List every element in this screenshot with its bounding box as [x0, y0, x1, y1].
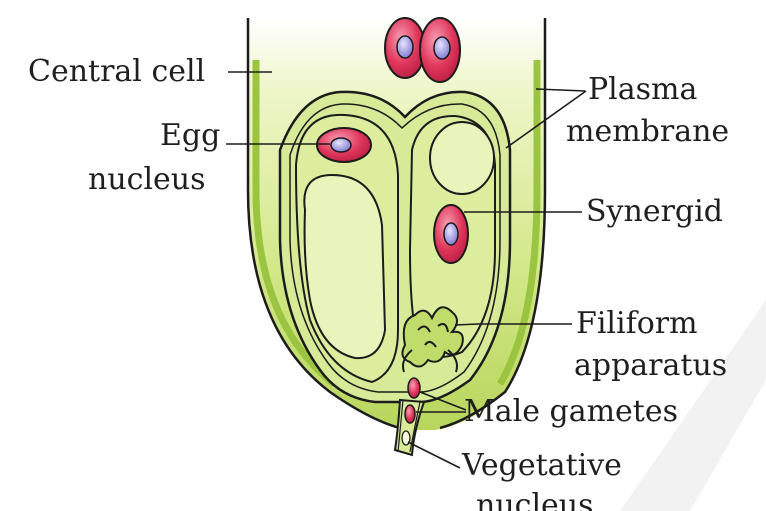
vegetative-nucleus — [401, 430, 411, 446]
leader-vegetative — [407, 441, 461, 469]
label-filiform-apparatus: apparatus — [574, 348, 728, 383]
label-vegetative: Vegetative — [462, 448, 622, 483]
label-central-cell: Central cell — [28, 54, 206, 89]
leader-plasma-2 — [505, 90, 587, 149]
label-male-gametes: Male gametes — [464, 394, 678, 429]
outer-wall-left — [246, 18, 401, 430]
label-egg-nucleus: nucleus — [88, 162, 206, 197]
label-synergid: Synergid — [586, 194, 723, 229]
label-plasma-membrane: membrane — [566, 114, 730, 149]
filiform-apparatus — [401, 306, 464, 373]
leader-filiform — [454, 323, 572, 326]
leader-plasma-1 — [535, 88, 586, 92]
male-gamete-1 — [407, 377, 421, 399]
label-plasma: Plasma — [588, 72, 698, 107]
synergid-vacuole — [429, 121, 495, 195]
label-vegetative-nucleus: nucleus — [476, 488, 594, 511]
male-gamete-2 — [404, 404, 416, 424]
label-egg: Egg — [160, 118, 221, 153]
label-filiform: Filiform — [576, 306, 698, 341]
leader-male-gamete-1 — [419, 391, 467, 411]
outer-wall-right — [439, 18, 547, 430]
egg-vacuole — [303, 173, 387, 360]
